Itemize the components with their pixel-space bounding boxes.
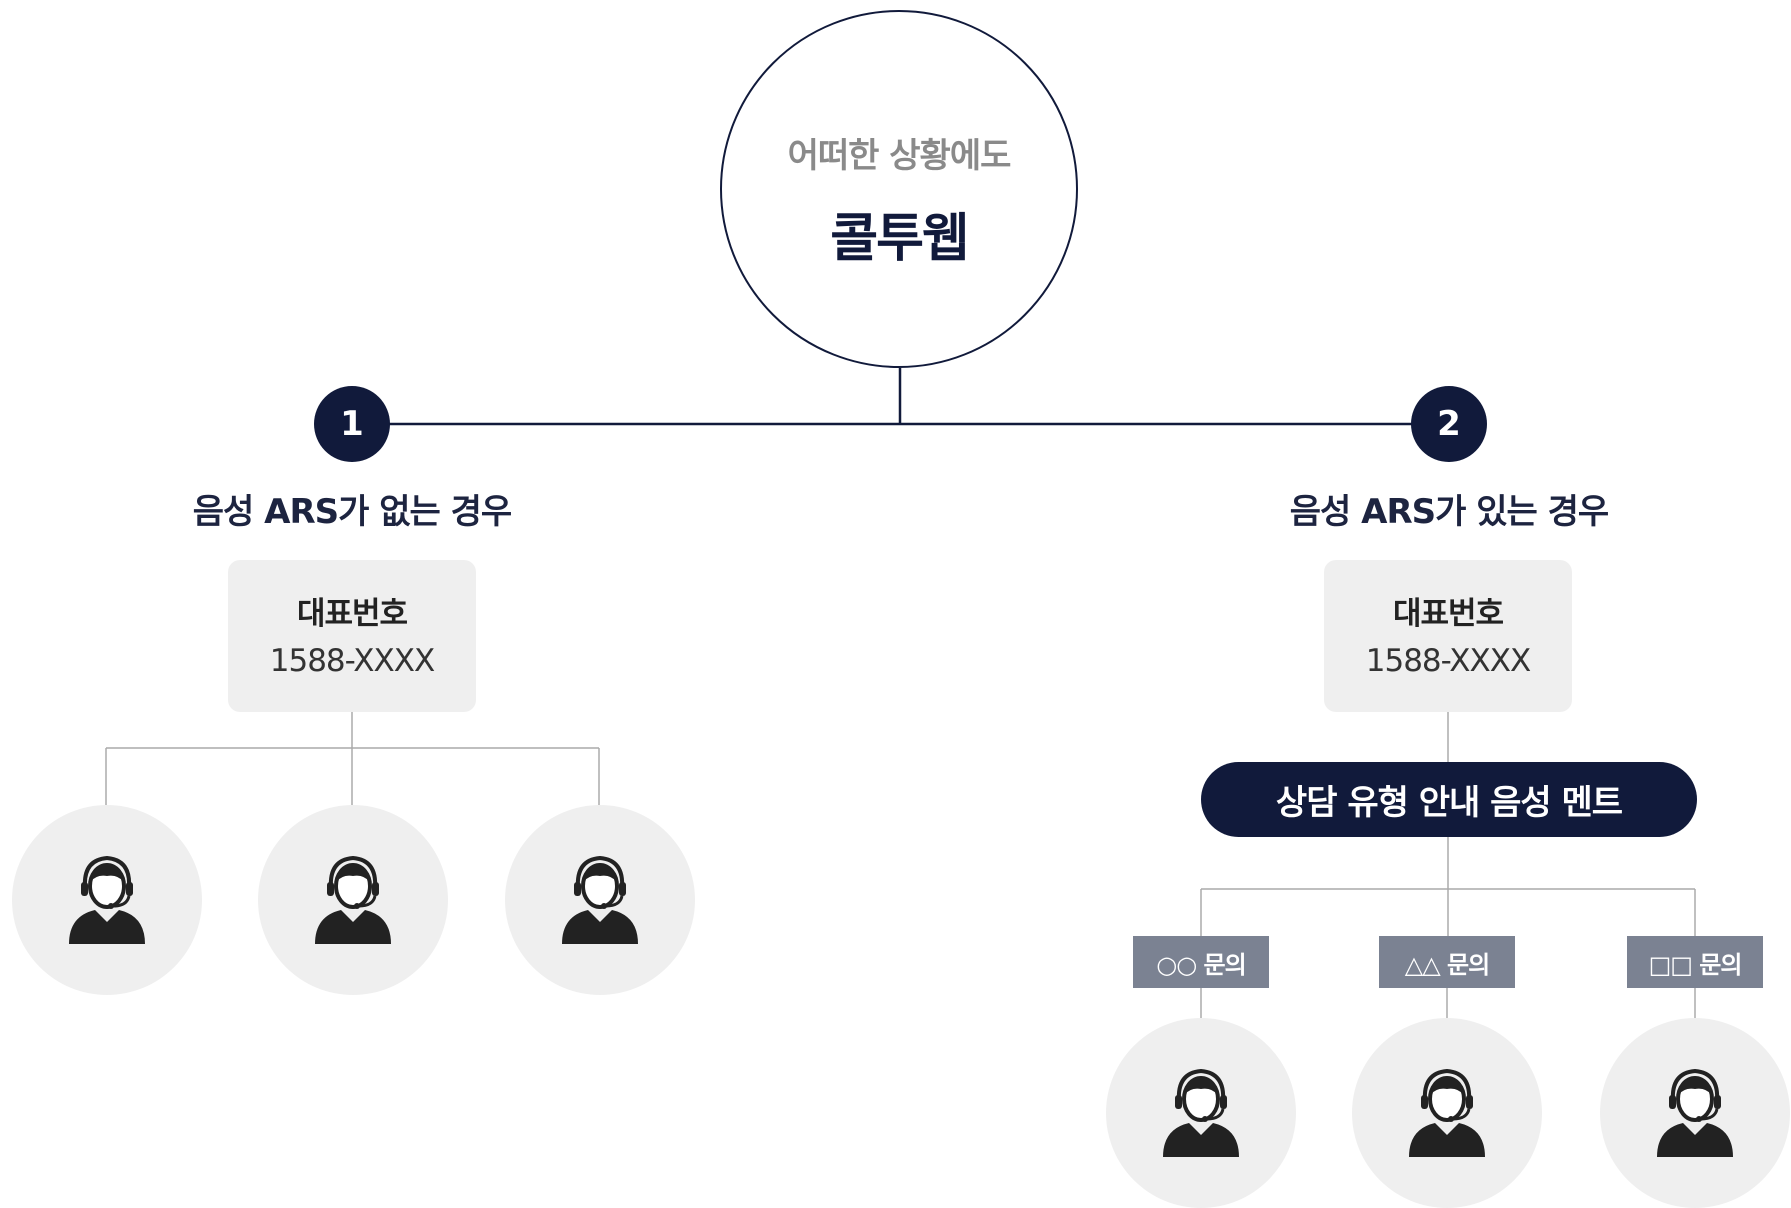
headset-agent-icon (1163, 1068, 1239, 1157)
agent-circle (12, 805, 202, 995)
case-title-with-ars: 음성 ARS가 있는 경우 (1289, 492, 1609, 532)
main-number-label: 대표번호 (1392, 596, 1504, 632)
main-number-label: 대표번호 (296, 596, 408, 632)
main-number-card-1: 대표번호 1588-XXXX (228, 560, 476, 712)
case-title-no-ars: 음성 ARS가 없는 경우 (192, 492, 512, 532)
step-badge-2: 2 (1411, 386, 1487, 462)
agent-circle (1352, 1018, 1542, 1208)
main-number-card-2: 대표번호 1588-XXXX (1324, 560, 1572, 712)
inquiry-tag-1: ○○ 문의 (1133, 936, 1269, 988)
main-number-value: 1588-XXXX (1365, 643, 1531, 679)
hero-subtitle: 어떠한 상황에도 (787, 136, 1012, 176)
step-badge-1: 1 (314, 386, 390, 462)
headset-agent-icon (315, 855, 391, 944)
agent-circle (1600, 1018, 1790, 1208)
headset-agent-icon (1409, 1068, 1485, 1157)
main-number-value: 1588-XXXX (269, 643, 435, 679)
ars-voice-guide-pill: 상담 유형 안내 음성 멘트 (1201, 762, 1697, 837)
hero-circle (720, 10, 1078, 368)
inquiry-tag-3: □□ 문의 (1627, 936, 1763, 988)
agent-circle (258, 805, 448, 995)
agent-circle (505, 805, 695, 995)
headset-agent-icon (562, 855, 638, 944)
headset-agent-icon (1657, 1068, 1733, 1157)
hero-title: 콜투웹 (830, 209, 970, 269)
agent-circle (1106, 1018, 1296, 1208)
headset-agent-icon (69, 855, 145, 944)
inquiry-tag-2: △△ 문의 (1379, 936, 1515, 988)
